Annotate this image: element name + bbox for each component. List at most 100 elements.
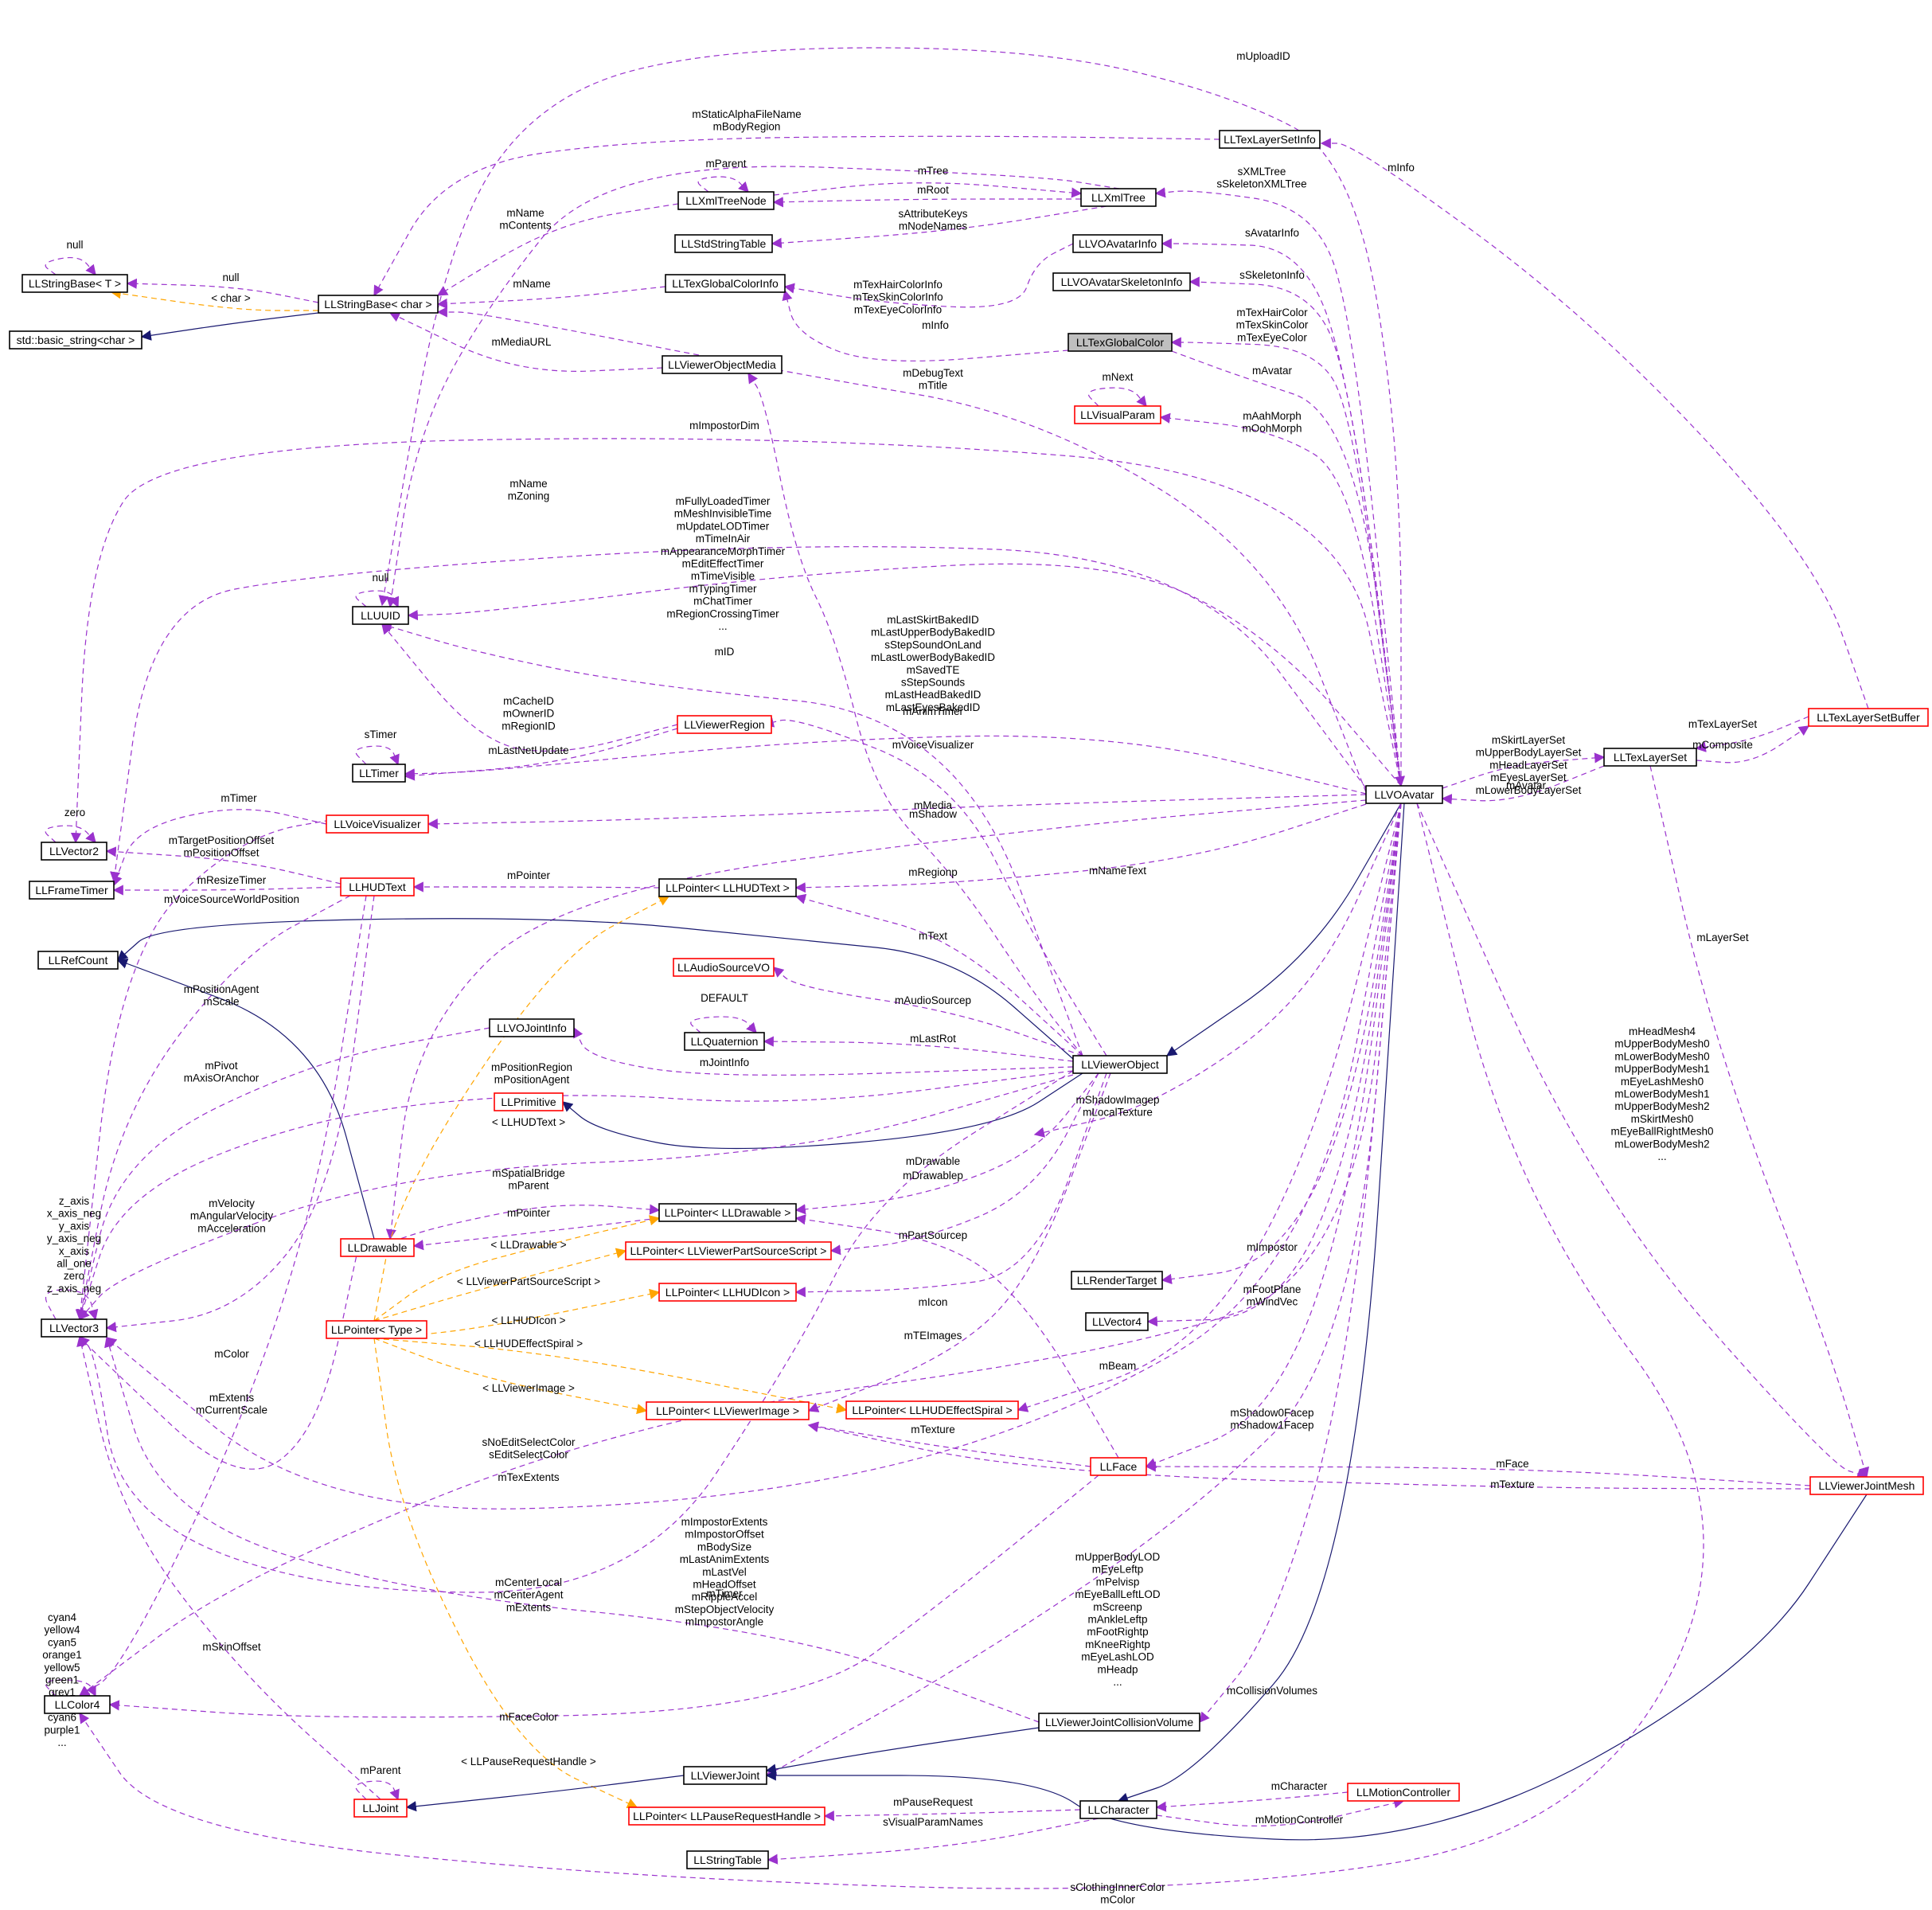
node-LLViewerRegion[interactable]: LLViewerRegion xyxy=(677,715,772,734)
node-box[interactable] xyxy=(1038,1713,1200,1732)
node-box[interactable] xyxy=(673,958,775,977)
node-box[interactable] xyxy=(1067,333,1173,352)
node-LLPrimitive[interactable]: LLPrimitive xyxy=(494,1092,564,1111)
node-LLPointerHUDIcon[interactable]: LLPointer< LLHUDIcon > xyxy=(658,1283,797,1302)
node-box[interactable] xyxy=(41,1318,107,1338)
node-box[interactable] xyxy=(37,951,119,970)
node-LLPointerPartSource[interactable]: LLPointer< LLViewerPartSourceScript > xyxy=(625,1241,832,1260)
node-LLViewerObjectMedia[interactable]: LLViewerObjectMedia xyxy=(662,355,783,374)
node-box[interactable] xyxy=(845,1400,1019,1420)
node-LLViewerJointMesh[interactable]: LLViewerJointMesh xyxy=(1809,1476,1924,1495)
node-box[interactable] xyxy=(662,355,783,374)
node-box[interactable] xyxy=(1052,272,1191,291)
node-LLRefCount[interactable]: LLRefCount xyxy=(37,951,119,970)
node-LLVisualParam[interactable]: LLVisualParam xyxy=(1074,405,1161,424)
node-box[interactable] xyxy=(677,715,772,734)
node-LLVOAvatarInfo[interactable]: LLVOAvatarInfo xyxy=(1072,234,1163,253)
node-box[interactable] xyxy=(646,1401,810,1420)
node-box[interactable] xyxy=(1071,1271,1163,1290)
node-LLPointerHUDText[interactable]: LLPointer< LLHUDText > xyxy=(658,878,797,897)
node-LLViewerJoint[interactable]: LLViewerJoint xyxy=(683,1766,767,1785)
node-box[interactable] xyxy=(326,1320,427,1339)
node-LLViewerJointCollisionVolume[interactable]: LLViewerJointCollisionVolume xyxy=(1038,1713,1200,1732)
node-StdBasicString[interactable]: std::basic_string<char > xyxy=(9,330,142,350)
node-box[interactable] xyxy=(628,1806,825,1826)
node-box[interactable] xyxy=(352,764,406,783)
node-LLPointerHUDEffectSpiral[interactable]: LLPointer< LLHUDEffectSpiral > xyxy=(845,1400,1019,1420)
node-LLTexLayerSetBuffer[interactable]: LLTexLayerSetBuffer xyxy=(1808,708,1929,727)
node-LLTexLayerSet[interactable]: LLTexLayerSet xyxy=(1603,748,1697,767)
node-box[interactable] xyxy=(686,1850,769,1869)
node-LLVOJointInfo[interactable]: LLVOJointInfo xyxy=(489,1018,575,1037)
node-box[interactable] xyxy=(1079,1800,1157,1819)
node-box[interactable] xyxy=(340,1238,415,1257)
node-box[interactable] xyxy=(1347,1783,1460,1802)
node-box[interactable] xyxy=(674,234,773,253)
node-box[interactable] xyxy=(658,878,797,897)
node-LLPointerDrawable[interactable]: LLPointer< LLDrawable > xyxy=(658,1203,797,1222)
node-LLViewerObject[interactable]: LLViewerObject xyxy=(1072,1055,1168,1074)
node-box[interactable] xyxy=(41,842,107,861)
node-LLUUID[interactable]: LLUUID xyxy=(352,606,409,625)
node-LLTimer[interactable]: LLTimer xyxy=(352,764,406,783)
node-box[interactable] xyxy=(29,881,115,900)
node-LLStringTable[interactable]: LLStringTable xyxy=(686,1850,769,1869)
node-LLStringBaseChar[interactable]: LLStringBase< char > xyxy=(318,295,439,314)
node-box[interactable] xyxy=(684,1032,765,1051)
node-box[interactable] xyxy=(1080,188,1157,207)
node-LLVector3[interactable]: LLVector3 xyxy=(41,1318,107,1338)
node-LLHUDText[interactable]: LLHUDText xyxy=(340,877,415,896)
node-box[interactable] xyxy=(1090,1457,1147,1476)
node-box[interactable] xyxy=(44,1695,111,1714)
node-box[interactable] xyxy=(494,1092,564,1111)
node-LLPointerViewerImage[interactable]: LLPointer< LLViewerImage > xyxy=(646,1401,810,1420)
node-LLRenderTarget[interactable]: LLRenderTarget xyxy=(1071,1271,1163,1290)
node-box[interactable] xyxy=(658,1203,797,1222)
node-LLVector2[interactable]: LLVector2 xyxy=(41,842,107,861)
node-LLPointerPauseRequest[interactable]: LLPointer< LLPauseRequestHandle > xyxy=(628,1806,825,1826)
node-box[interactable] xyxy=(1072,1055,1168,1074)
node-LLVoiceVisualizer[interactable]: LLVoiceVisualizer xyxy=(326,814,429,834)
node-box[interactable] xyxy=(318,295,439,314)
node-box[interactable] xyxy=(340,877,415,896)
node-LLVOAvatarSkeletonInfo[interactable]: LLVOAvatarSkeletonInfo xyxy=(1052,272,1191,291)
node-LLStringBaseT[interactable]: LLStringBase< T > xyxy=(21,274,128,293)
node-LLFace[interactable]: LLFace xyxy=(1090,1457,1147,1476)
node-LLVOAvatar[interactable]: LLVOAvatar xyxy=(1365,785,1443,804)
node-box[interactable] xyxy=(21,274,128,293)
node-box[interactable] xyxy=(352,606,409,625)
node-box[interactable] xyxy=(1219,130,1321,149)
node-LLTexLayerSetInfo[interactable]: LLTexLayerSetInfo xyxy=(1219,130,1321,149)
node-box[interactable] xyxy=(625,1241,832,1260)
node-box[interactable] xyxy=(677,191,775,210)
node-box[interactable] xyxy=(489,1018,575,1037)
node-box[interactable] xyxy=(1085,1312,1149,1331)
node-LLColor4[interactable]: LLColor4 xyxy=(44,1695,111,1714)
node-box[interactable] xyxy=(1809,1476,1924,1495)
node-LLAudioSourceVO[interactable]: LLAudioSourceVO xyxy=(673,958,775,977)
node-box[interactable] xyxy=(1072,234,1163,253)
node-box[interactable] xyxy=(658,1283,797,1302)
node-LLVector4[interactable]: LLVector4 xyxy=(1085,1312,1149,1331)
node-LLFrameTimer[interactable]: LLFrameTimer xyxy=(29,881,115,900)
node-box[interactable] xyxy=(1808,708,1929,727)
node-LLDrawable[interactable]: LLDrawable xyxy=(340,1238,415,1257)
node-box[interactable] xyxy=(1365,785,1443,804)
node-LLJoint[interactable]: LLJoint xyxy=(353,1799,408,1818)
node-LLXmlTree[interactable]: LLXmlTree xyxy=(1080,188,1157,207)
node-box[interactable] xyxy=(1603,748,1697,767)
node-LLCharacter[interactable]: LLCharacter xyxy=(1079,1800,1157,1819)
node-LLQuaternion[interactable]: LLQuaternion xyxy=(684,1032,765,1051)
node-LLStdStringTable[interactable]: LLStdStringTable xyxy=(674,234,773,253)
node-LLMotionController[interactable]: LLMotionController xyxy=(1347,1783,1460,1802)
node-box[interactable] xyxy=(9,330,142,350)
node-LLTexGlobalColor[interactable]: LLTexGlobalColor xyxy=(1067,333,1173,352)
node-box[interactable] xyxy=(683,1766,767,1785)
node-box[interactable] xyxy=(326,814,429,834)
node-box[interactable] xyxy=(1074,405,1161,424)
node-box[interactable] xyxy=(665,274,786,293)
node-LLXmlTreeNode[interactable]: LLXmlTreeNode xyxy=(677,191,775,210)
node-LLTexGlobalColorInfo[interactable]: LLTexGlobalColorInfo xyxy=(665,274,786,293)
node-LLPointerType[interactable]: LLPointer< Type > xyxy=(326,1320,427,1339)
node-box[interactable] xyxy=(353,1799,408,1818)
